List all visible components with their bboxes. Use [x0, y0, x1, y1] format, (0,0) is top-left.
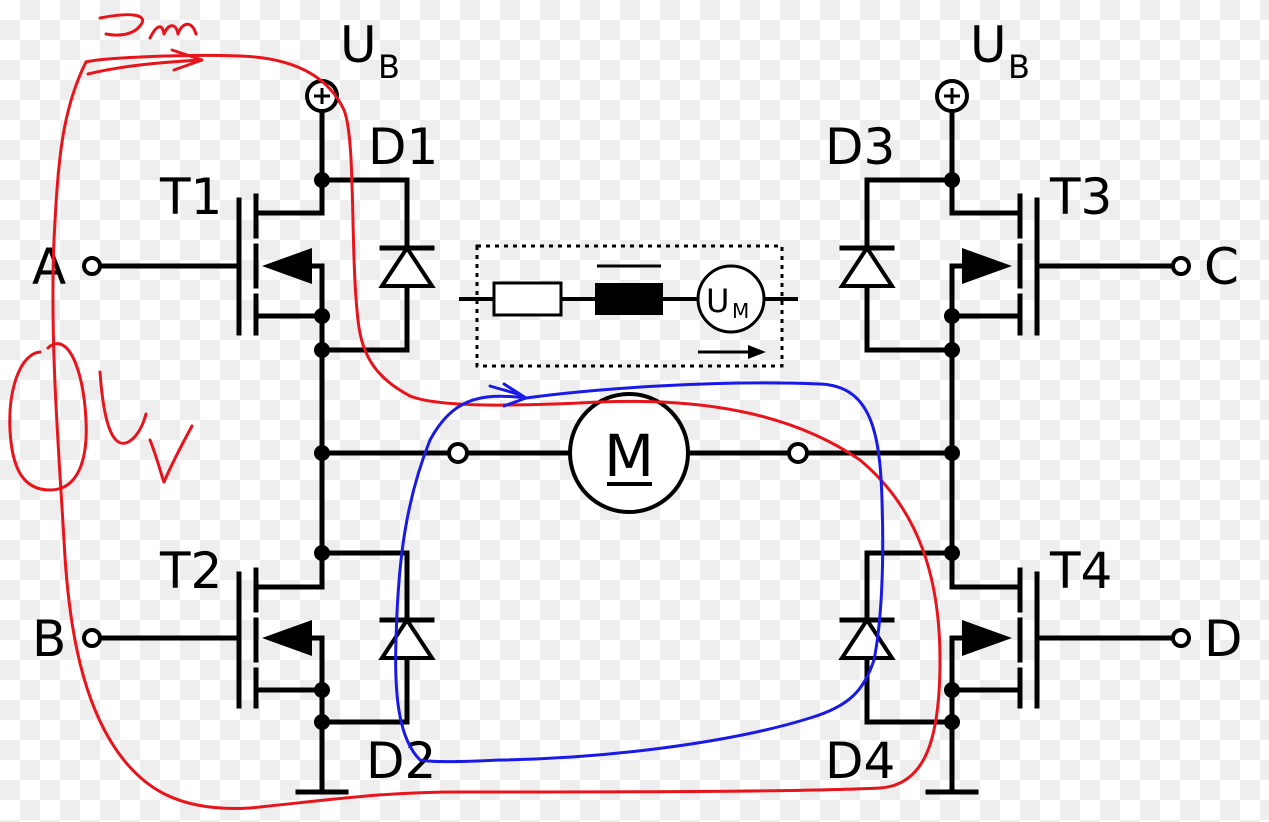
supply-label-right: U — [970, 16, 1007, 74]
input-label-c: C — [1204, 238, 1239, 296]
motor: M — [447, 392, 809, 514]
input-label-a: A — [32, 238, 66, 296]
left-half-bridge — [97, 107, 451, 795]
supply-sub-right: B — [1008, 48, 1030, 86]
inset-source-sub: M — [732, 299, 749, 323]
motor-model-inset: U M — [459, 244, 798, 368]
supply-sub-left: B — [378, 48, 400, 86]
diode-label-d1: D1 — [368, 118, 438, 176]
input-label-b: B — [32, 610, 66, 668]
transistor-label-t2: T2 — [159, 542, 222, 600]
inset-source-label: U — [706, 282, 729, 320]
diode-label-d3: D3 — [825, 118, 895, 176]
motor-label: M — [604, 422, 654, 490]
terminal-c — [1171, 256, 1191, 276]
diode-label-d4: D4 — [825, 732, 895, 790]
terminal-d — [1171, 628, 1191, 648]
transistor-label-t4: T4 — [1049, 542, 1112, 600]
red-voltage-annotation — [8, 342, 194, 492]
right-half-bridge — [805, 107, 1175, 795]
supply-label-left: U — [340, 16, 377, 74]
terminal-a — [82, 256, 102, 276]
red-current-path — [51, 13, 942, 810]
supply-terminal-right: U B — [935, 16, 1030, 113]
transistor-label-t1: T1 — [159, 168, 222, 226]
terminal-b — [82, 628, 102, 648]
transistor-label-t3: T3 — [1049, 168, 1112, 226]
blue-current-path — [394, 381, 885, 763]
supply-terminal-left: U B — [305, 16, 400, 113]
input-label-d: D — [1204, 610, 1243, 668]
